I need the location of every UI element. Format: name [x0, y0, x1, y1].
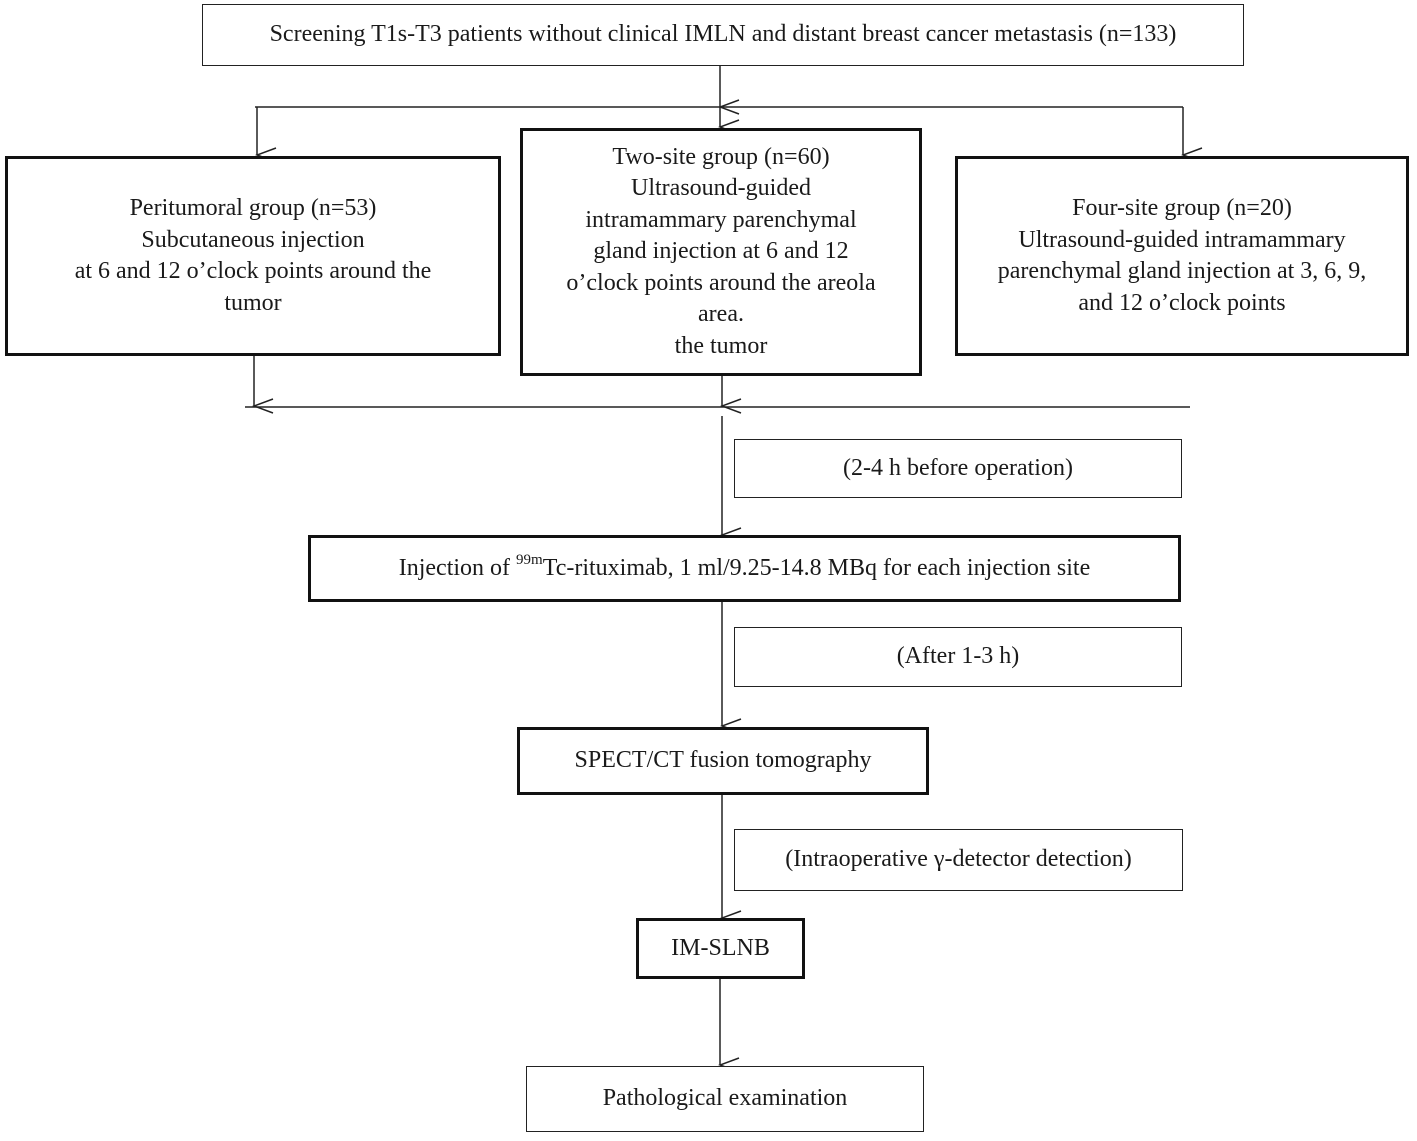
im-slnb-text: IM-SLNB — [671, 934, 770, 961]
pathology-box: Pathological examination — [526, 1066, 924, 1132]
two-site-line: gland injection at 6 and 12 — [593, 238, 849, 265]
two-site-line: intramammary parenchymal — [585, 206, 857, 233]
spect-ct-box: SPECT/CT fusion tomography — [517, 727, 929, 795]
timing-note-text: (Intraoperative γ-detector detection) — [785, 846, 1132, 873]
two-site-line: Two-site group (n=60) — [612, 143, 830, 170]
four-site-group-box: Four-site group (n=20) Ultrasound-guided… — [955, 156, 1409, 356]
four-site-line: Ultrasound-guided intramammary — [1018, 226, 1346, 253]
screening-box: Screening T1s-T3 patients without clinic… — [202, 4, 1244, 66]
four-site-line: parenchymal gland injection at 3, 6, 9, — [997, 258, 1367, 284]
screening-text: Screening T1s-T3 patients without clinic… — [269, 21, 1177, 48]
injection-box: Injection of 99mTc-rituximab, 1 ml/9.25-… — [308, 535, 1181, 602]
isotope-superscript: 99m — [516, 551, 543, 568]
pathology-text: Pathological examination — [602, 1085, 848, 1112]
peritumoral-line: Peritumoral group (n=53) — [129, 195, 377, 221]
timing-note-text: (After 1-3 h) — [896, 643, 1020, 670]
timing-note-box: (After 1-3 h) — [734, 627, 1182, 687]
two-site-line: area. — [698, 301, 744, 328]
two-site-line: the tumor — [674, 332, 768, 359]
timing-note-box: (Intraoperative γ-detector detection) — [734, 829, 1183, 891]
im-slnb-box: IM-SLNB — [636, 918, 805, 979]
peritumoral-group-box: Peritumoral group (n=53) Subcutaneous in… — [5, 156, 501, 356]
four-site-line: Four-site group (n=20) — [1072, 195, 1292, 221]
timing-note-box: (2-4 h before operation) — [734, 439, 1182, 498]
two-site-line: Ultrasound-guided — [631, 175, 811, 202]
peritumoral-line: at 6 and 12 o’clock points around the — [74, 258, 432, 284]
injection-text: Injection of 99mTc-rituximab, 1 ml/9.25-… — [398, 551, 1091, 581]
peritumoral-line: tumor — [224, 289, 282, 316]
timing-note-text: (2-4 h before operation) — [843, 454, 1073, 481]
spect-ct-text: SPECT/CT fusion tomography — [574, 747, 872, 774]
peritumoral-line: Subcutaneous injection — [141, 226, 365, 253]
four-site-line: and 12 o’clock points — [1078, 289, 1286, 316]
two-site-group-box: Two-site group (n=60) Ultrasound-guided … — [520, 128, 922, 376]
two-site-line: o’clock points around the areola — [566, 269, 876, 296]
